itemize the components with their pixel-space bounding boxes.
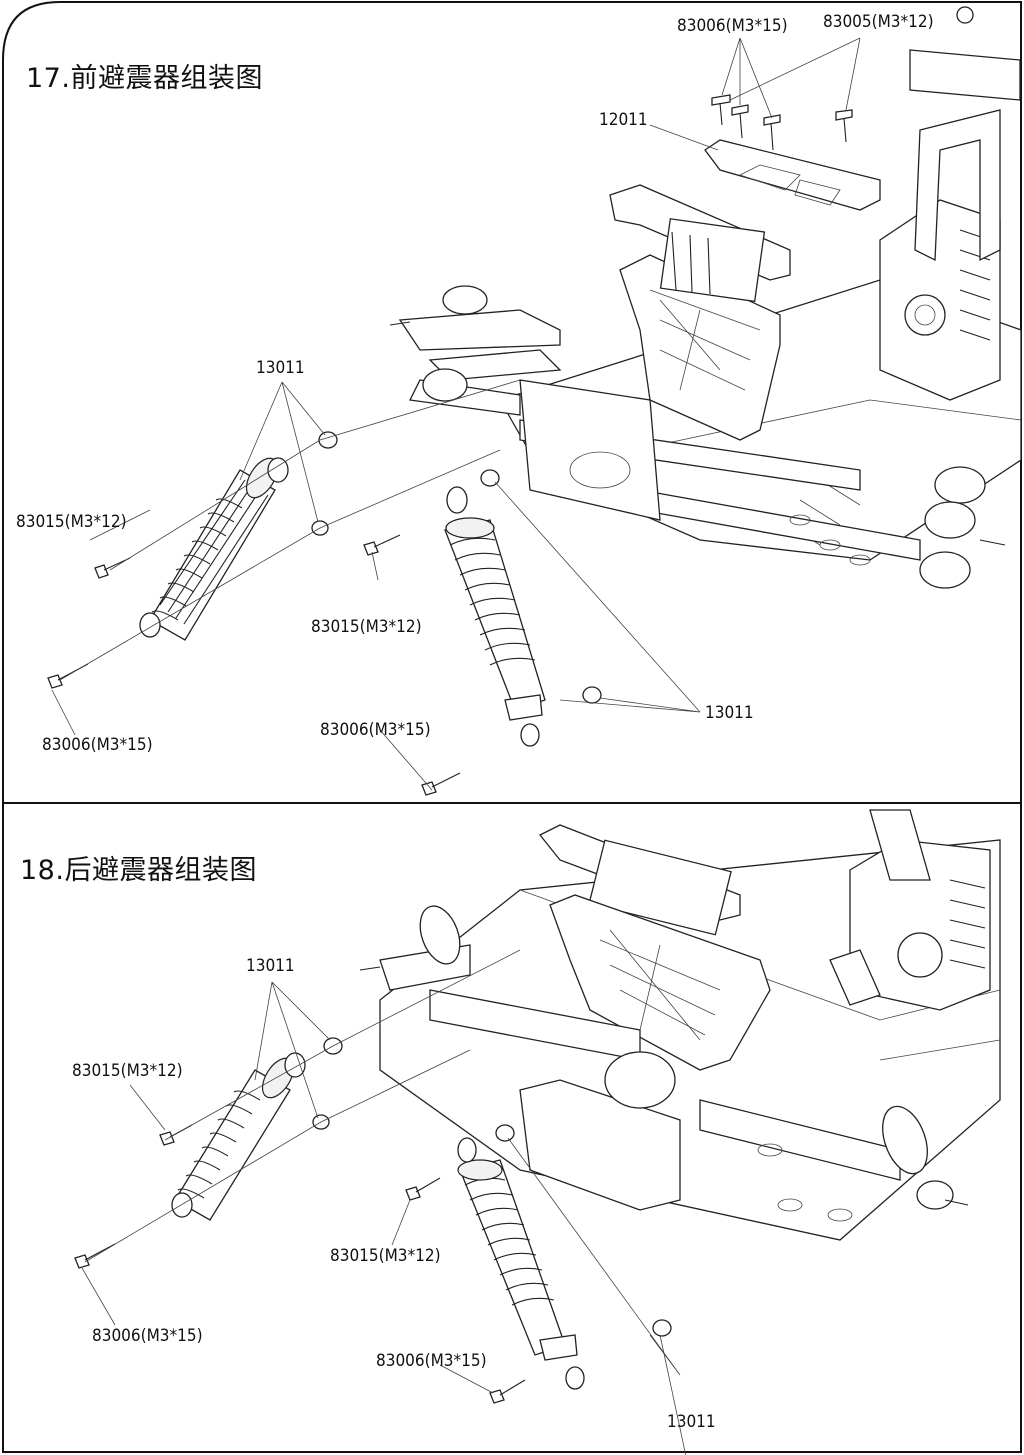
label-83006-top: 83006(M3*15)	[677, 16, 788, 36]
label-12011: 12011	[599, 110, 648, 130]
label-13011-right: 13011	[705, 703, 754, 723]
bushing-part	[582, 686, 602, 704]
label-83006-left: 83006(M3*15)	[42, 735, 153, 755]
rear-shock-right	[457, 1137, 585, 1390]
bushing-part	[318, 431, 338, 449]
bushing-part	[495, 1124, 515, 1142]
label-13011-left-rear: 13011	[246, 956, 295, 976]
label-83015-left: 83015(M3*12)	[16, 512, 127, 532]
label-13011-left: 13011	[256, 358, 305, 378]
rear-chassis-drawing	[74, 809, 1001, 1455]
bushing-part	[480, 469, 500, 487]
step-18-title: 18.后避震器组装图	[20, 855, 257, 886]
label-83006-left-rear: 83006(M3*15)	[92, 1326, 203, 1346]
label-83006-mid: 83006(M3*15)	[320, 720, 431, 740]
label-83015-left-rear: 83015(M3*12)	[72, 1061, 183, 1081]
label-83015-mid: 83015(M3*12)	[311, 617, 422, 637]
front-shock-right	[444, 486, 546, 747]
label-83006-mid-rear: 83006(M3*15)	[376, 1351, 487, 1371]
label-83005-top: 83005(M3*12)	[823, 12, 934, 32]
front-chassis-drawing	[47, 6, 1022, 796]
rear-shock-left	[171, 1052, 306, 1221]
label-13011-bottom-rear: 13011	[667, 1412, 716, 1432]
step-17-title: 17.前避震器组装图	[26, 63, 263, 94]
label-83015-mid-rear: 83015(M3*12)	[330, 1246, 441, 1266]
bushing-part	[652, 1319, 672, 1337]
front-shock-left	[139, 457, 289, 641]
